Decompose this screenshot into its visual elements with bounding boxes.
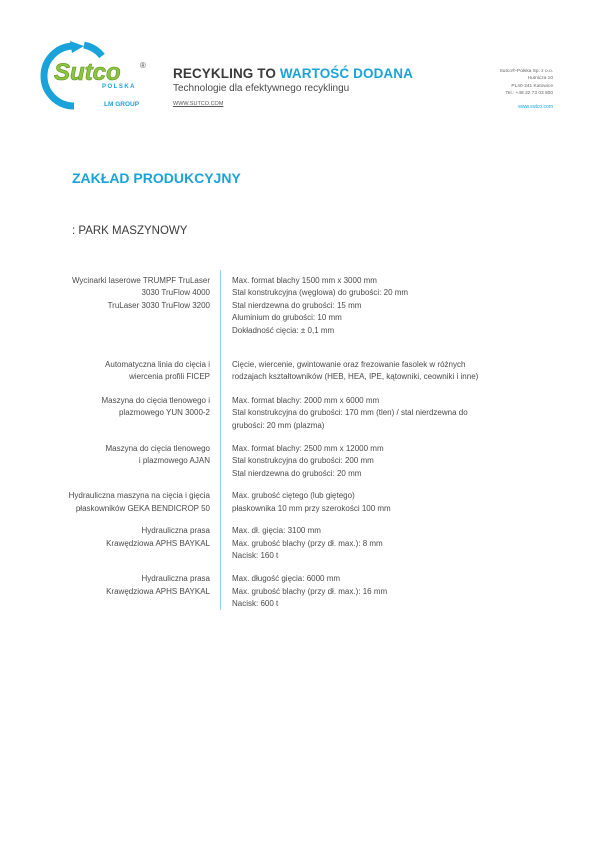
- spec-line: Dokładność cięcia: ± 0,1 mm: [232, 325, 335, 335]
- header-slogan: RECYKLING TO WARTOŚĆ DODANA: [173, 66, 413, 81]
- spec-line: Stal konstrukcyjna do grubości: 200 mm: [232, 456, 374, 466]
- logo-lm-group: LM GROUP: [104, 101, 140, 108]
- company-line: PL40-241 Katowice: [511, 83, 553, 89]
- slogan-prefix: RECYKLING TO: [173, 66, 280, 81]
- spec-line: rodzajach kształtowników (HEB, HEA, IPE,…: [232, 372, 479, 382]
- header-subtitle: Technologie dla efektywnego recyklingu: [173, 83, 350, 94]
- logo-polska: POLSKA: [102, 84, 136, 90]
- machine-specs: Max. długość gięcia: 6000 mm Max. gruboś…: [232, 573, 532, 610]
- company-address: Sutco®-Polska Sp. z o.o. Hutnicza 10 PL4…: [500, 68, 553, 98]
- spec-line: Max. format blachy: 2500 mm x 12000 mm: [232, 444, 384, 454]
- machine-row: Hydrauliczna prasa Krawędziowa APHS BAYK…: [40, 573, 560, 610]
- sub-title: : PARK MASZYNOWY: [72, 225, 188, 237]
- machine-list: Wycinarki laserowe TRUMPF TruLaser 3030 …: [40, 275, 560, 611]
- spec-line: Stal nierdzewna do grubości: 15 mm: [232, 300, 362, 310]
- spec-line: Max. format blachy 1500 mm x 3000 mm: [232, 276, 377, 285]
- machine-specs: Cięcie, wiercenie, gwintowanie oraz frez…: [232, 359, 532, 384]
- spec-line: Stal nierdzewna do grubości: 20 mm: [232, 468, 362, 478]
- spec-line: Max. format blachy: 2000 mm x 6000 mm: [232, 395, 380, 405]
- spec-line: Max. długość gięcia: 6000 mm: [232, 574, 341, 584]
- spec-line: Nacisk: 160 t: [232, 550, 279, 560]
- logo-text: Sutco: [54, 59, 121, 86]
- section-title: ZAKŁAD PRODUKCYJNY: [72, 170, 241, 186]
- machine-name: Maszyna do cięcia tlenowego i plazmowego…: [105, 444, 210, 466]
- machine-name: Hydrauliczna prasa Krawędziowa APHS BAYK…: [106, 526, 210, 548]
- logo-registered-mark: ®: [140, 61, 146, 70]
- website-link[interactable]: WWW.SUTCO.COM: [173, 101, 224, 107]
- machine-name: Hydrauliczna maszyna na cięcia i gięcia …: [68, 491, 210, 513]
- spec-line: Max. grubość blachy (przy dł. max.): 16 …: [232, 586, 388, 596]
- spec-line: Max. grubość ciętego (lub giętego): [232, 491, 355, 501]
- machine-row: Hydrauliczna prasa Krawędziowa APHS BAYK…: [40, 525, 560, 562]
- machine-row: Hydrauliczna maszyna na cięcia i gięcia …: [40, 490, 560, 515]
- machine-specs: Max. format blachy: 2500 mm x 12000 mm S…: [232, 443, 532, 480]
- machine-name: Wycinarki laserowe TRUMPF TruLaser 3030 …: [71, 276, 210, 310]
- spec-line: Max. grubość blachy (przy dł. max.): 8 m…: [232, 538, 383, 548]
- machine-row: Wycinarki laserowe TRUMPF TruLaser 3030 …: [40, 275, 560, 337]
- company-line: Hutnicza 10: [527, 76, 553, 82]
- machine-specs: Max. grubość ciętego (lub giętego) płask…: [232, 490, 532, 515]
- machine-row: Maszyna do cięcia tlenowego i plazmowego…: [40, 443, 560, 480]
- website-link-right[interactable]: www.sutco.com: [518, 104, 553, 110]
- spec-line: grubości: 20 mm (plazma): [232, 420, 325, 430]
- spec-line: Stal konstrukcyjna (węglowa) do grubości…: [232, 288, 409, 298]
- spec-line: Stal konstrukcyjna do grubości: 170 mm (…: [232, 408, 468, 418]
- company-line: Tel.: +48 32 73 03 800: [505, 91, 553, 97]
- recycle-arrow-icon: [40, 42, 75, 110]
- sutco-logo: Sutco ® POLSKA LM GROUP: [40, 41, 146, 110]
- machine-row: Maszyna do cięcia tlenowego i plazmowego…: [40, 395, 560, 432]
- machine-specs: Max. format blachy 1500 mm x 3000 mm Sta…: [232, 275, 532, 337]
- spec-line: Nacisk: 600 t: [232, 599, 279, 609]
- machine-row: Automatyczna linia do cięcia i wiercenia…: [40, 359, 560, 384]
- slogan-accent: WARTOŚĆ DODANA: [279, 66, 413, 81]
- machine-name: Automatyczna linia do cięcia i wiercenia…: [105, 360, 210, 382]
- spec-line: Aluminium do grubości: 10 mm: [232, 313, 342, 323]
- machine-specs: Max. dł. gięcia: 3100 mm Max. grubość bl…: [232, 525, 532, 562]
- machine-name: Hydrauliczna prasa Krawędziowa APHS BAYK…: [106, 574, 210, 596]
- column-divider: [220, 270, 221, 610]
- spec-line: płaskownika 10 mm przy szerokości 100 mm: [232, 503, 391, 513]
- machine-specs: Max. format blachy: 2000 mm x 6000 mm St…: [232, 395, 532, 432]
- spec-line: Max. dł. gięcia: 3100 mm: [232, 526, 321, 536]
- company-line: Sutco®-Polska Sp. z o.o.: [499, 69, 553, 74]
- machine-name: Maszyna do cięcia tlenowego i plazmowego…: [101, 395, 210, 418]
- spec-line: Cięcie, wiercenie, gwintowanie oraz frez…: [232, 360, 466, 370]
